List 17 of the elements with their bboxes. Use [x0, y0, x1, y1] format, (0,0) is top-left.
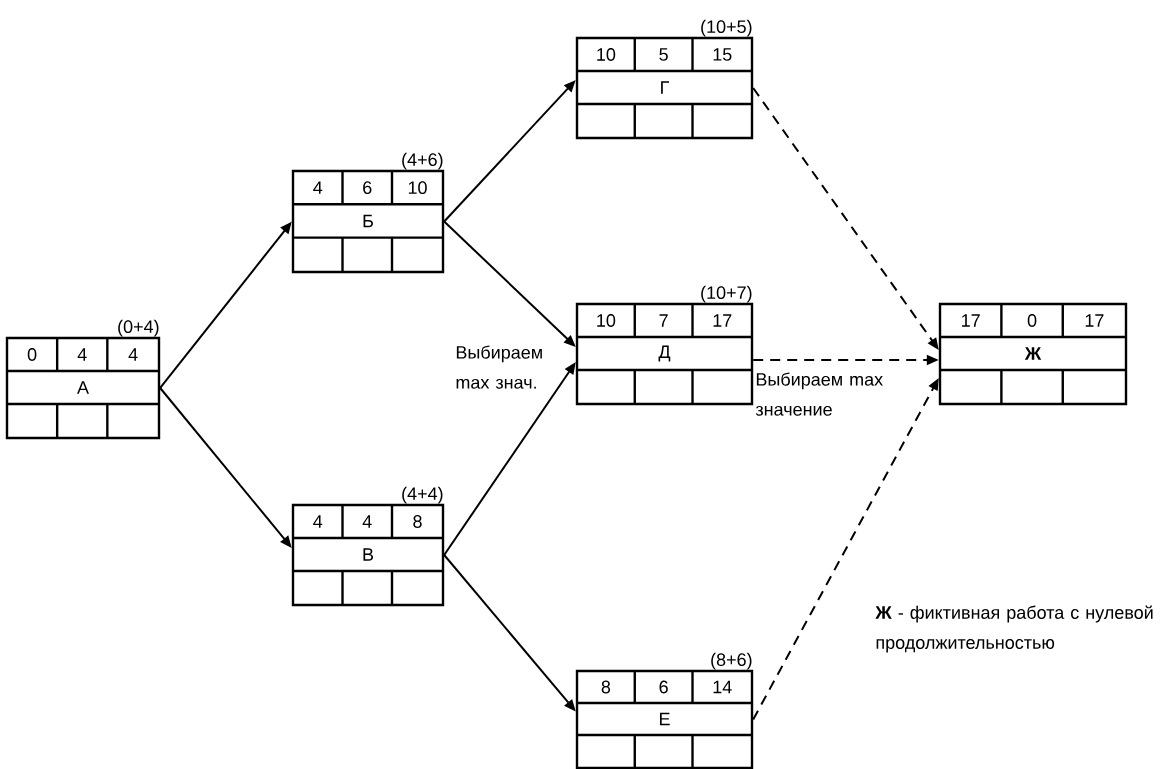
activity-box: 10 7 17 Д — [575, 302, 754, 406]
note-text: Выбираем max знач. — [456, 345, 542, 389]
activity-box: 17 0 17 Ж — [938, 302, 1128, 406]
activity-box: 0 4 4 А — [5, 336, 161, 440]
activity-box: 4 6 10 Б — [291, 169, 445, 274]
note-text: Ж - фиктивная работа с нулевой продолжительностью — [875, 605, 1153, 653]
duration-label: (0+4) — [118, 319, 159, 337]
duration-label: (4+6) — [402, 152, 443, 170]
duration-label: (8+6) — [711, 652, 752, 670]
duration-label: (10+5) — [701, 19, 752, 37]
duration-label: (4+4) — [402, 486, 443, 504]
activity-box: 8 6 14 Е — [575, 669, 754, 769]
activity-box: 4 4 8 В — [291, 503, 445, 607]
duration-label: (10+7) — [701, 285, 752, 303]
activity-box: 10 5 15 Г — [575, 36, 754, 140]
note-text: Выбираем max значение — [755, 372, 883, 416]
arrow — [443, 80, 576, 223]
